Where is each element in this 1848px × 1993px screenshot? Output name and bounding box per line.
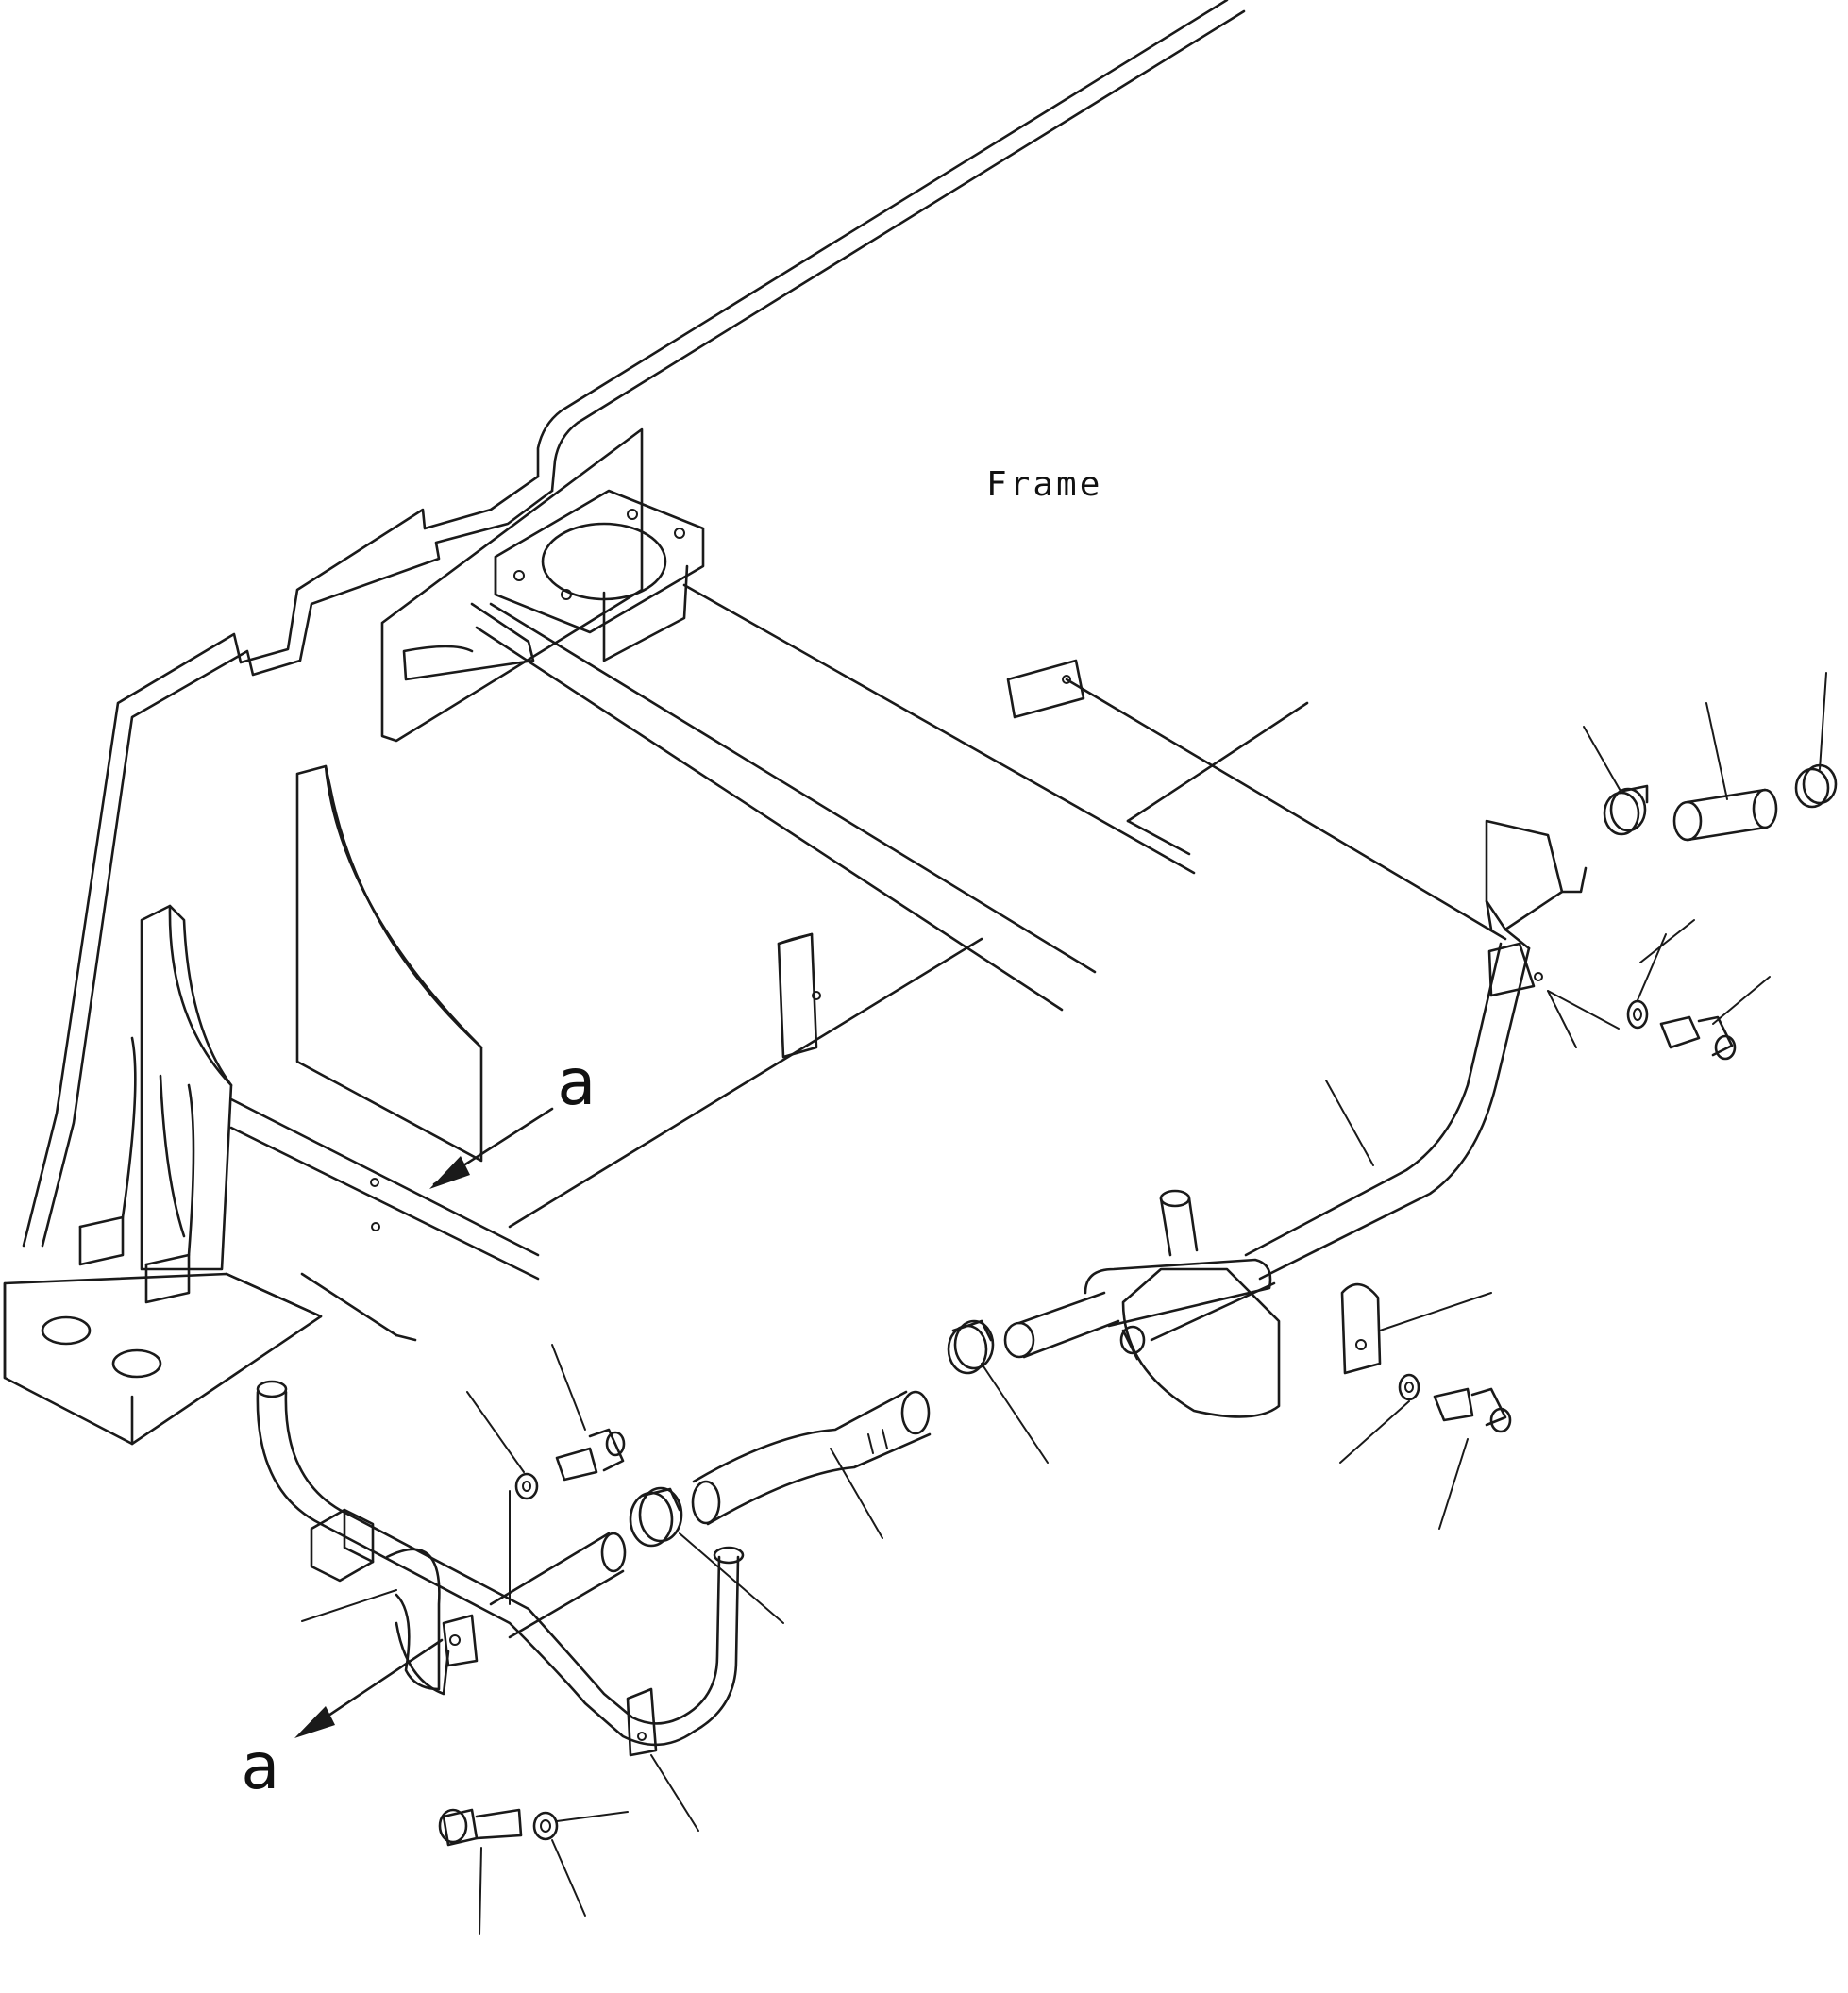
hose-set-right (1339, 672, 1838, 1530)
view-mark-upper: a (557, 1046, 596, 1120)
frame-outline (22, 0, 1246, 1248)
cross-member (3, 659, 1507, 1446)
water-pipe (1244, 819, 1695, 1281)
view-arrow-lower (294, 1638, 444, 1738)
pipe-fitting-center (629, 1189, 1281, 1624)
frame-label: Frame (986, 465, 1102, 504)
engine-mount-bracket (402, 489, 1196, 1012)
view-mark-lower: a (241, 1730, 279, 1804)
view-arrow-upper (370, 1107, 554, 1231)
hose-set-lower (256, 1344, 745, 1935)
